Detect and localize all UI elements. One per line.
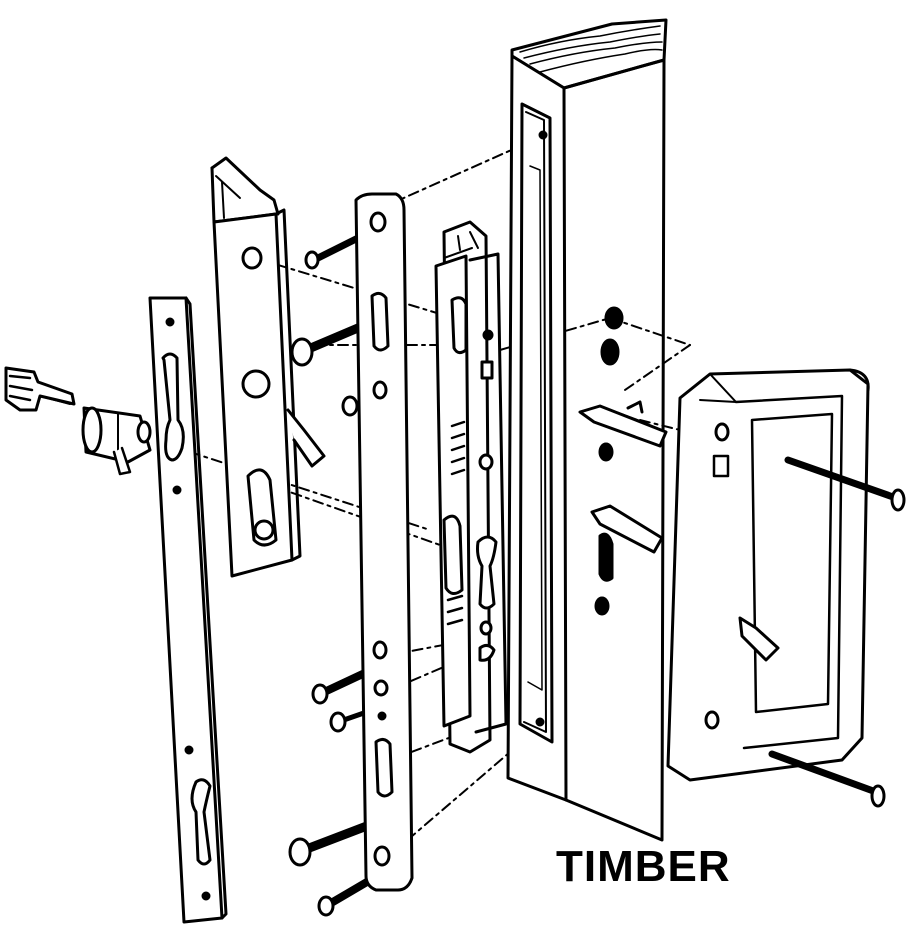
- inner-handle: [666, 368, 870, 782]
- key-icon: [4, 366, 76, 412]
- spindle-icon: [578, 400, 668, 554]
- diagram-caption: TIMBER: [556, 842, 731, 891]
- faceplate: [354, 192, 414, 892]
- outer-handle: [210, 156, 326, 578]
- timber-door-stile: [506, 18, 668, 842]
- outer-cover-plate: [148, 296, 228, 924]
- mortice-lock-body: [434, 220, 508, 754]
- through-bolt-icon: [768, 456, 906, 808]
- euro-cylinder-icon: [81, 406, 152, 476]
